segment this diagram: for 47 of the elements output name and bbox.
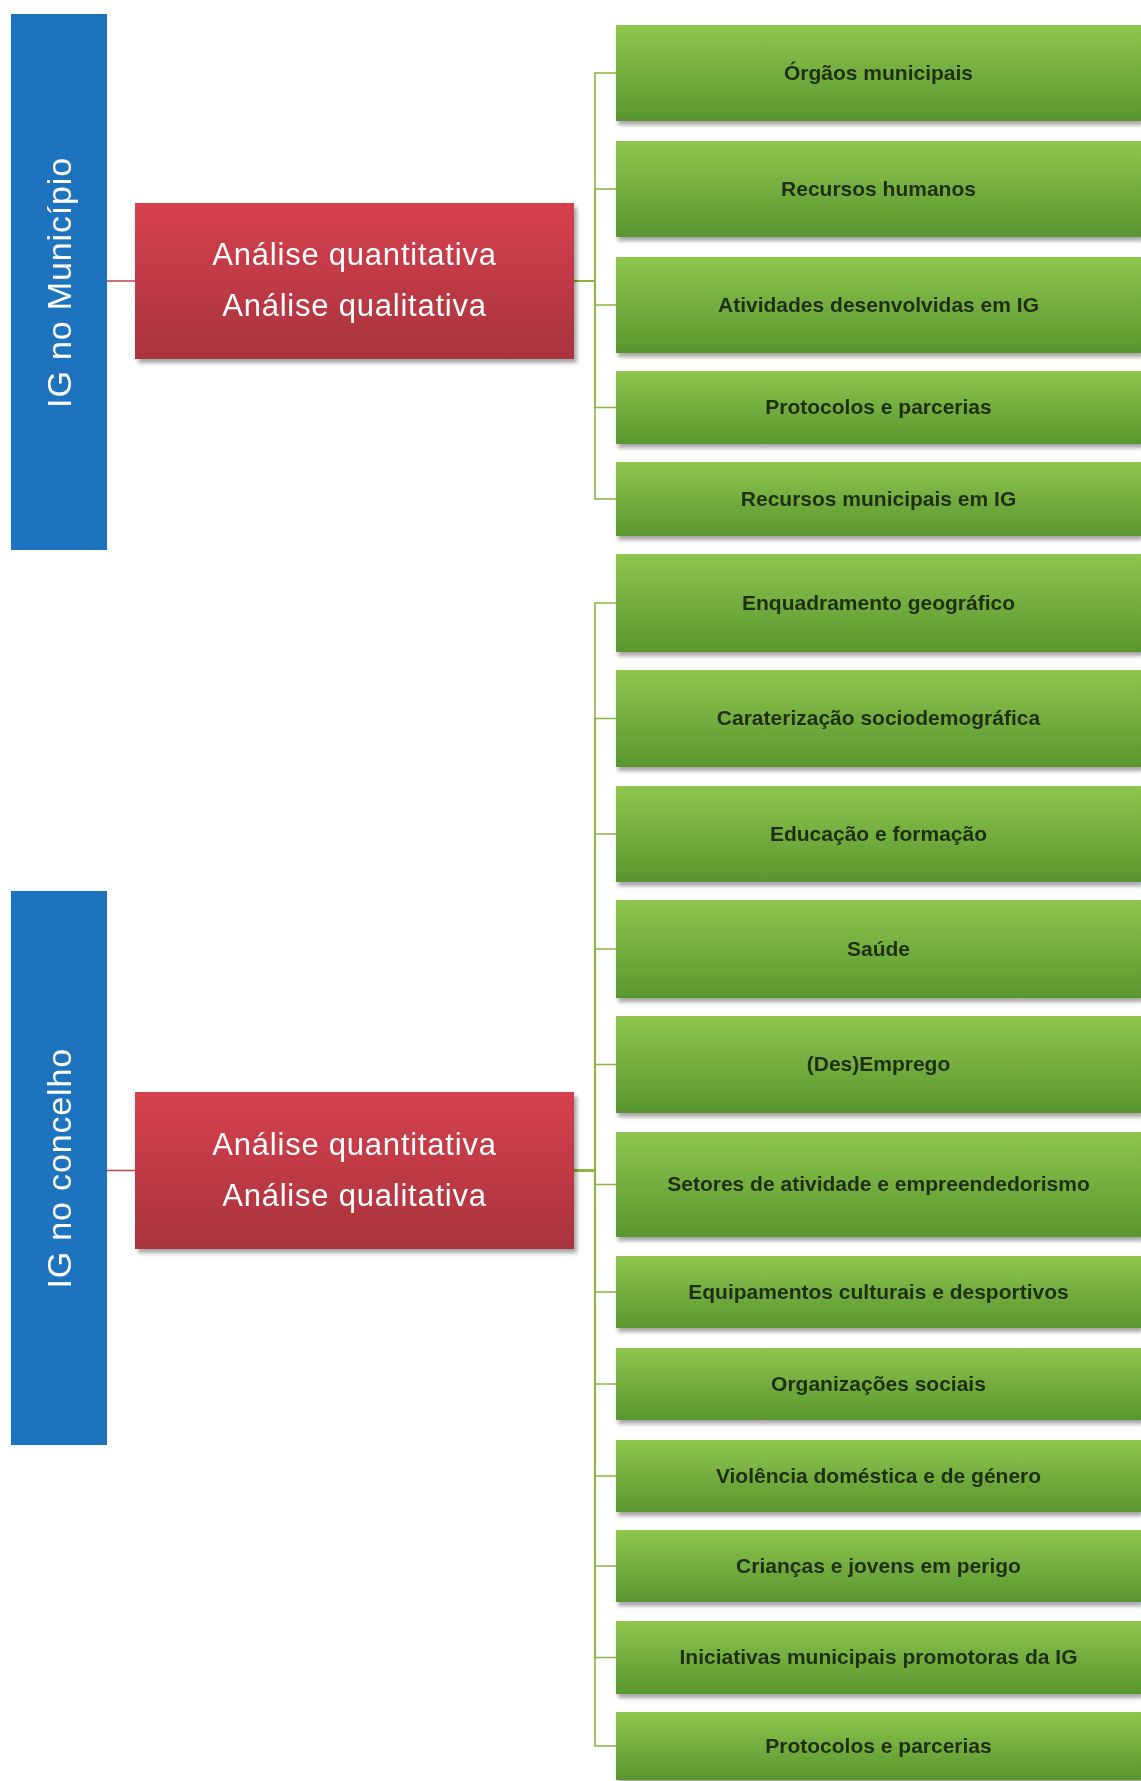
category-label: IG no Município xyxy=(38,156,79,408)
topic-box xyxy=(616,554,1141,652)
topic-label: Equipamentos culturais e desportivos xyxy=(688,1278,1069,1305)
topic-label: Violência doméstica e de género xyxy=(715,1462,1042,1489)
topic-box xyxy=(616,786,1141,882)
topic-box xyxy=(616,1132,1141,1237)
category-bar xyxy=(11,891,107,1445)
topic-label: Caraterização sociodemográfica xyxy=(716,705,1041,732)
topic-box xyxy=(616,1348,1141,1420)
analysis-label: Análise quantitativa xyxy=(212,236,497,275)
connector-line xyxy=(106,1169,136,1172)
topic-label: Atividades desenvolvidas em IG xyxy=(718,291,1039,318)
topic-label: Setores de atividade e empreendedorismo xyxy=(667,1171,1090,1198)
topic-label: Educação e formação xyxy=(769,820,988,847)
topic-box xyxy=(616,900,1141,998)
topic-label: Crianças e jovens em perigo xyxy=(736,1552,1021,1579)
topic-box xyxy=(616,141,1141,237)
topic-box xyxy=(616,1530,1141,1602)
topic-box xyxy=(616,670,1141,767)
topic-box xyxy=(616,1712,1141,1780)
topic-box xyxy=(616,1621,1141,1694)
topic-label: Iniciativas municipais promotoras da IG xyxy=(679,1644,1078,1671)
topic-label: Organizações sociais xyxy=(771,1370,986,1397)
category-bar xyxy=(11,14,107,550)
topic-box xyxy=(616,371,1141,444)
topic-box xyxy=(616,257,1141,353)
topic-label: Saúde xyxy=(847,935,910,962)
analysis-label: Análise qualitativa xyxy=(222,287,487,325)
topic-label: Órgãos municipais xyxy=(783,59,974,86)
connector-line xyxy=(573,280,617,500)
connector-line xyxy=(106,280,136,282)
topic-label: Protocolos e parcerias xyxy=(765,394,992,421)
analysis-label: Análise qualitativa xyxy=(222,1176,487,1215)
topic-box xyxy=(616,1256,1141,1328)
topic-box xyxy=(616,25,1141,121)
topic-label: Protocolos e parcerias xyxy=(765,1732,992,1759)
analysis-box xyxy=(135,1092,574,1249)
topic-box xyxy=(616,1440,1141,1512)
analysis-label: Análise quantitativa xyxy=(212,1125,497,1164)
topic-box xyxy=(616,462,1141,536)
topic-label: Recursos humanos xyxy=(781,175,976,202)
topic-label: (Des)Emprego xyxy=(806,1051,951,1078)
topic-label: Recursos municipais em IG xyxy=(740,485,1017,512)
analysis-box xyxy=(135,203,574,359)
category-label: IG no concelho xyxy=(38,1047,79,1289)
topic-label: Enquadramento geográfico xyxy=(742,589,1015,616)
topic-box xyxy=(616,1016,1141,1113)
